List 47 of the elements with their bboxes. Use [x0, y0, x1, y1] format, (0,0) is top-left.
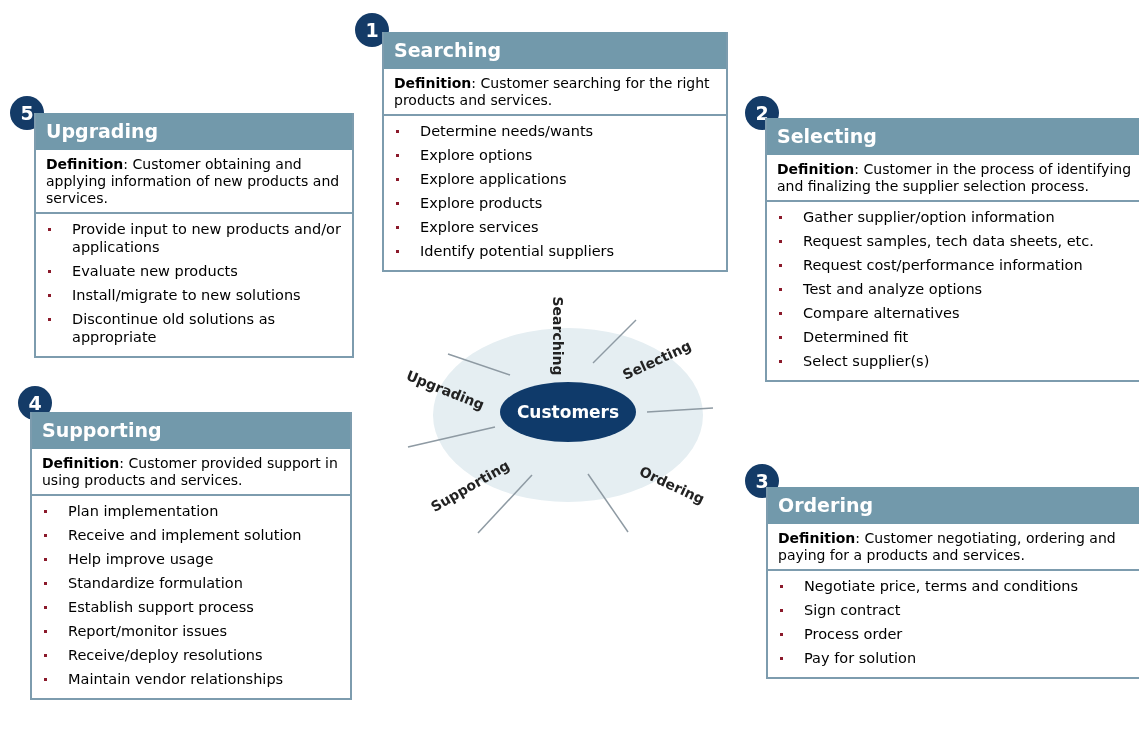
bullet-item: Install/migrate to new solutions	[46, 286, 342, 304]
stage-card	[30, 412, 352, 700]
bullet-item: Gather supplier/option information	[777, 208, 1133, 226]
bullet-item: Select supplier(s)	[777, 352, 1133, 370]
bullet-item: Explore products	[394, 194, 716, 212]
bullet-item: Plan implementation	[42, 502, 340, 520]
bullet-item: Provide input to new products and/or applications	[46, 220, 342, 256]
definition-text: Definition: Customer in the process of identifying and finalizing the supplier selection process.	[767, 155, 1139, 202]
bullet-item: Pay for solution	[778, 649, 1134, 667]
bullet-item: Explore applications	[394, 170, 716, 188]
bullet-item: Compare alternatives	[777, 304, 1133, 322]
bullet-item: Help improve usage	[42, 550, 340, 568]
bullet-item: Sign contract	[778, 601, 1134, 619]
bullet-item: Report/monitor issues	[42, 622, 340, 640]
bullet-item: Test and analyze options	[777, 280, 1133, 298]
bullet-item: Receive and implement solution	[42, 526, 340, 544]
stage-title: Selecting	[767, 118, 1139, 155]
bullet-item: Request samples, tech data sheets, etc.	[777, 232, 1133, 250]
bullet-item: Explore services	[394, 218, 716, 236]
bullet-item: Explore options	[394, 146, 716, 164]
stage-title: Searching	[384, 32, 726, 69]
number-badge: 1	[355, 13, 389, 47]
bullet-item: Process order	[778, 625, 1134, 643]
stage-card	[382, 32, 728, 272]
bullet-item: Standardize formulation	[42, 574, 340, 592]
bullet-item: Establish support process	[42, 598, 340, 616]
definition-text: Definition: Customer provided support in using products and services.	[32, 449, 350, 496]
stage-card	[766, 487, 1139, 679]
bullet-item: Request cost/performance information	[777, 256, 1133, 274]
bullet-item: Receive/deploy resolutions	[42, 646, 340, 664]
stage-label: Searching	[550, 296, 566, 376]
definition-text: Definition: Customer negotiating, ordering and paying for a products and services.	[768, 524, 1139, 571]
bullet-item: Discontinue old solutions as appropriate	[46, 310, 342, 346]
definition-text: Definition: Customer obtaining and applying information of new products and services.	[36, 150, 352, 214]
stage-title: Ordering	[768, 487, 1139, 524]
bullet-item: Negotiate price, terms and conditions	[778, 577, 1134, 595]
bullet-item: Evaluate new products	[46, 262, 342, 280]
bullet-item: Identify potential suppliers	[394, 242, 716, 260]
stage-card	[34, 113, 354, 358]
bullet-item: Determine needs/wants	[394, 122, 716, 140]
stage-title: Supporting	[32, 412, 350, 449]
stage-card	[765, 118, 1139, 382]
definition-text: Definition: Customer searching for the right products and services.	[384, 69, 726, 116]
number-badge: 3	[745, 464, 779, 498]
bullet-item: Maintain vendor relationships	[42, 670, 340, 688]
bullet-item: Determined fit	[777, 328, 1133, 346]
stage-title: Upgrading	[36, 113, 352, 150]
